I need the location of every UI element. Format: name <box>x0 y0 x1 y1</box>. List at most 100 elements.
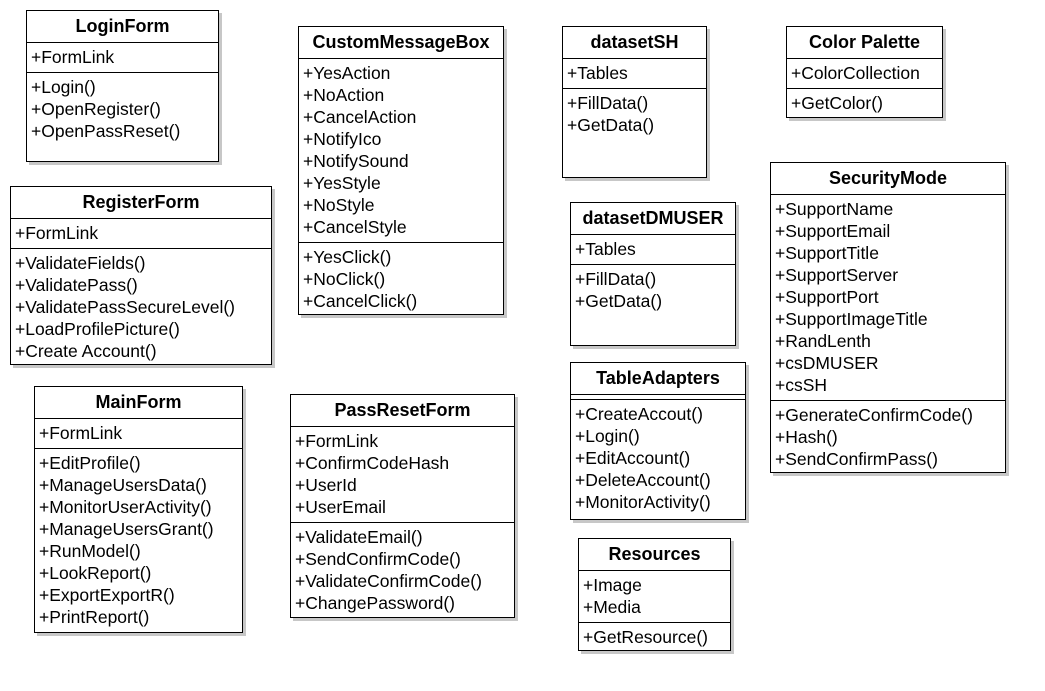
attribute-item: +CancelStyle <box>303 217 407 237</box>
class-main-form[interactable]: MainForm +FormLink +EditProfile()+Manage… <box>34 386 243 633</box>
method-item: +EditProfile() <box>39 453 141 473</box>
method-item: +ValidateConfirmCode() <box>295 571 482 591</box>
method-item: +ValidateFields() <box>15 253 146 273</box>
class-name: Resources <box>579 539 730 571</box>
method-item: +ChangePassword() <box>295 593 456 613</box>
methods-section: +ValidateEmail()+SendConfirmCode()+Valid… <box>291 522 514 618</box>
method-item: +EditAccount() <box>575 448 691 468</box>
method-item: +GetData() <box>567 115 655 135</box>
class-name: TableAdapters <box>571 363 745 395</box>
method-item: +GetResource() <box>583 627 708 647</box>
attribute-item: +YesStyle <box>303 173 381 193</box>
method-item: +SendConfirmCode() <box>295 549 461 569</box>
method-item: +ManageUsersData() <box>39 475 207 495</box>
class-name: SecurityMode <box>771 163 1005 195</box>
class-name: PassResetForm <box>291 395 514 427</box>
attributes-section: +Tables <box>571 235 735 264</box>
method-item: +OpenPassReset() <box>31 121 181 141</box>
methods-section: +GetColor() <box>787 88 942 118</box>
class-name: CustomMessageBox <box>299 27 503 59</box>
method-item: +RunModel() <box>39 541 141 561</box>
method-item: +MonitorActivity() <box>575 492 711 512</box>
methods-section: +GenerateConfirmCode()+Hash()+SendConfir… <box>771 400 1005 474</box>
attribute-item: +Image <box>583 575 642 595</box>
attribute-item: +NotifyIco <box>303 129 382 149</box>
method-item: +Hash() <box>775 427 838 447</box>
attributes-section: +Tables <box>563 59 706 88</box>
method-item: +GetColor() <box>791 93 883 113</box>
class-dataset-sh[interactable]: datasetSH +Tables +FillData()+GetData() <box>562 26 707 178</box>
attribute-item: +FormLink <box>15 223 99 243</box>
attribute-item: +ConfirmCodeHash <box>295 453 450 473</box>
class-resources[interactable]: Resources +Image+Media +GetResource() <box>578 538 731 651</box>
attribute-item: +SupportEmail <box>775 221 891 241</box>
method-item: +SendConfirmPass() <box>775 449 938 469</box>
attribute-item: +NoStyle <box>303 195 375 215</box>
class-dataset-dmuser[interactable]: datasetDMUSER +Tables +FillData()+GetDat… <box>570 202 736 346</box>
attribute-item: +YesAction <box>303 63 391 83</box>
attribute-item: +Tables <box>567 63 628 83</box>
method-item: +DeleteAccount() <box>575 470 711 490</box>
attribute-item: +SupportImageTitle <box>775 309 928 329</box>
attribute-item: +FormLink <box>31 47 115 67</box>
attribute-item: +RandLenth <box>775 331 871 351</box>
class-name: RegisterForm <box>11 187 271 219</box>
attribute-item: +SupportName <box>775 199 894 219</box>
attribute-item: +csSH <box>775 375 828 395</box>
attribute-item: +csDMUSER <box>775 353 879 373</box>
attribute-item: +Tables <box>575 239 636 259</box>
attribute-item: +ColorCollection <box>791 63 920 83</box>
method-item: +Login() <box>31 77 96 97</box>
methods-section: +FillData()+GetData() <box>563 88 706 140</box>
class-name: MainForm <box>35 387 242 419</box>
attribute-item: +SupportServer <box>775 265 899 285</box>
attribute-item: +SupportPort <box>775 287 879 307</box>
class-security-mode[interactable]: SecurityMode +SupportName+SupportEmail+S… <box>770 162 1006 473</box>
method-item: +ValidatePassSecureLevel() <box>15 297 236 317</box>
attributes-section: +YesAction+NoAction+CancelAction+NotifyI… <box>299 59 503 242</box>
method-item: +LoadProfilePicture() <box>15 319 180 339</box>
methods-section: +CreateAccout()+Login()+EditAccount()+De… <box>571 399 745 517</box>
method-item: +OpenRegister() <box>31 99 161 119</box>
attribute-item: +SupportTitle <box>775 243 879 263</box>
methods-section: +FillData()+GetData() <box>571 264 735 316</box>
attributes-section: +SupportName+SupportEmail+SupportTitle+S… <box>771 195 1005 400</box>
attribute-item: +NoAction <box>303 85 385 105</box>
methods-section: +EditProfile()+ManageUsersData()+Monitor… <box>35 448 242 632</box>
method-item: +FillData() <box>575 269 657 289</box>
attributes-section: +ColorCollection <box>787 59 942 88</box>
class-register-form[interactable]: RegisterForm +FormLink +ValidateFields()… <box>10 186 272 365</box>
attribute-item: +NotifySound <box>303 151 409 171</box>
attributes-section: +FormLink <box>27 43 218 72</box>
method-item: +ValidateEmail() <box>295 527 423 547</box>
class-name: Color Palette <box>787 27 942 59</box>
method-item: +PrintReport() <box>39 607 150 627</box>
method-item: +YesClick() <box>303 247 392 267</box>
method-item: +ManageUsersGrant() <box>39 519 214 539</box>
attribute-item: +FormLink <box>295 431 379 451</box>
class-name: datasetSH <box>563 27 706 59</box>
attribute-item: +UserEmail <box>295 497 386 517</box>
class-login-form[interactable]: LoginForm +FormLink +Login()+OpenRegiste… <box>26 10 219 162</box>
method-item: +ValidatePass() <box>15 275 138 295</box>
method-item: +FillData() <box>567 93 649 113</box>
attribute-item: +FormLink <box>39 423 123 443</box>
method-item: +CancelClick() <box>303 291 418 311</box>
method-item: +GetData() <box>575 291 663 311</box>
class-pass-reset-form[interactable]: PassResetForm +FormLink+ConfirmCodeHash+… <box>290 394 515 618</box>
class-custom-message-box[interactable]: CustomMessageBox +YesAction+NoAction+Can… <box>298 26 504 315</box>
attribute-item: +CancelAction <box>303 107 417 127</box>
method-item: +MonitorUserActivity() <box>39 497 212 517</box>
methods-section: +YesClick()+NoClick()+CancelClick() <box>299 242 503 316</box>
methods-section: +GetResource() <box>579 622 730 652</box>
attributes-section: +FormLink <box>35 419 242 448</box>
methods-section: +ValidateFields()+ValidatePass()+Validat… <box>11 248 271 366</box>
class-color-palette[interactable]: Color Palette +ColorCollection +GetColor… <box>786 26 943 118</box>
method-item: +Create Account() <box>15 341 157 361</box>
class-table-adapters[interactable]: TableAdapters +CreateAccout()+Login()+Ed… <box>570 362 746 520</box>
attributes-section: +FormLink+ConfirmCodeHash+UserId+UserEma… <box>291 427 514 522</box>
method-item: +Login() <box>575 426 640 446</box>
class-name: datasetDMUSER <box>571 203 735 235</box>
attribute-item: +Media <box>583 597 641 617</box>
method-item: +GenerateConfirmCode() <box>775 405 973 425</box>
